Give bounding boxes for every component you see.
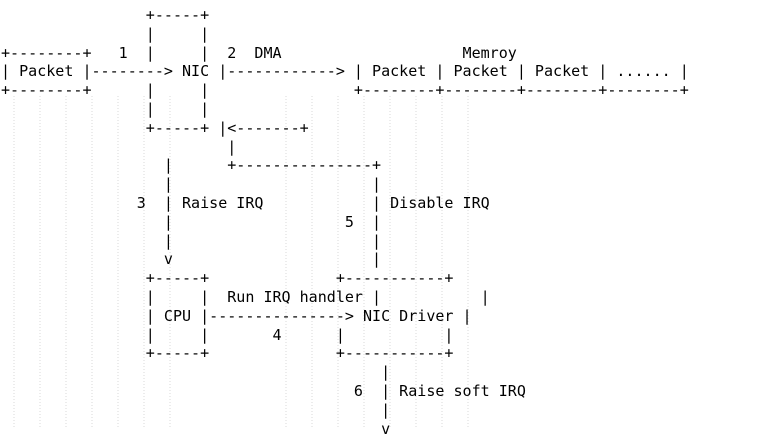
diagram-line-13: | | xyxy=(1,231,382,250)
diagram-line-15: +-----+ +-----------+ xyxy=(1,269,454,288)
diagram-line-18: | | 4 | | xyxy=(1,325,454,344)
diagram-line-9: | +---------------+ xyxy=(1,156,382,175)
diagram-line-2: | | xyxy=(1,24,210,43)
diagram-line-20: | xyxy=(1,363,391,382)
diagram-line-10: | | xyxy=(1,175,382,194)
diagram-line-11: 3 | Raise IRQ | Disable IRQ xyxy=(1,193,490,212)
diagram-line-16: | | Run IRQ handler | | xyxy=(1,287,490,306)
diagram-line-4: | Packet |--------> NIC |------------> |… xyxy=(1,62,689,81)
diagram-line-23: v xyxy=(1,419,391,438)
diagram-line-12: | 5 | xyxy=(1,212,382,231)
diagram-line-6: | | xyxy=(1,99,210,118)
diagram-line-14: v | xyxy=(1,250,382,269)
ascii-diagram: +-----+ | | +--------+ 1 | | 2 DMA Memro… xyxy=(1,6,689,438)
diagram-line-7: +-----+ |<-------+ xyxy=(1,118,309,137)
diagram-line-1: +-----+ xyxy=(1,6,210,24)
diagram-line-3: +--------+ 1 | | 2 DMA Memroy xyxy=(1,43,517,62)
background-guide-lines xyxy=(13,96,469,428)
diagram-line-22: | xyxy=(1,400,391,419)
diagram-line-8: | xyxy=(1,137,237,156)
diagram-line-5: +--------+ | | +--------+--------+------… xyxy=(1,81,689,100)
diagram-line-17: | CPU |---------------> NIC Driver | xyxy=(1,306,472,325)
diagram-line-21: 6 | Raise soft IRQ xyxy=(1,381,526,400)
diagram-line-19: +-----+ +-----------+ xyxy=(1,344,454,363)
